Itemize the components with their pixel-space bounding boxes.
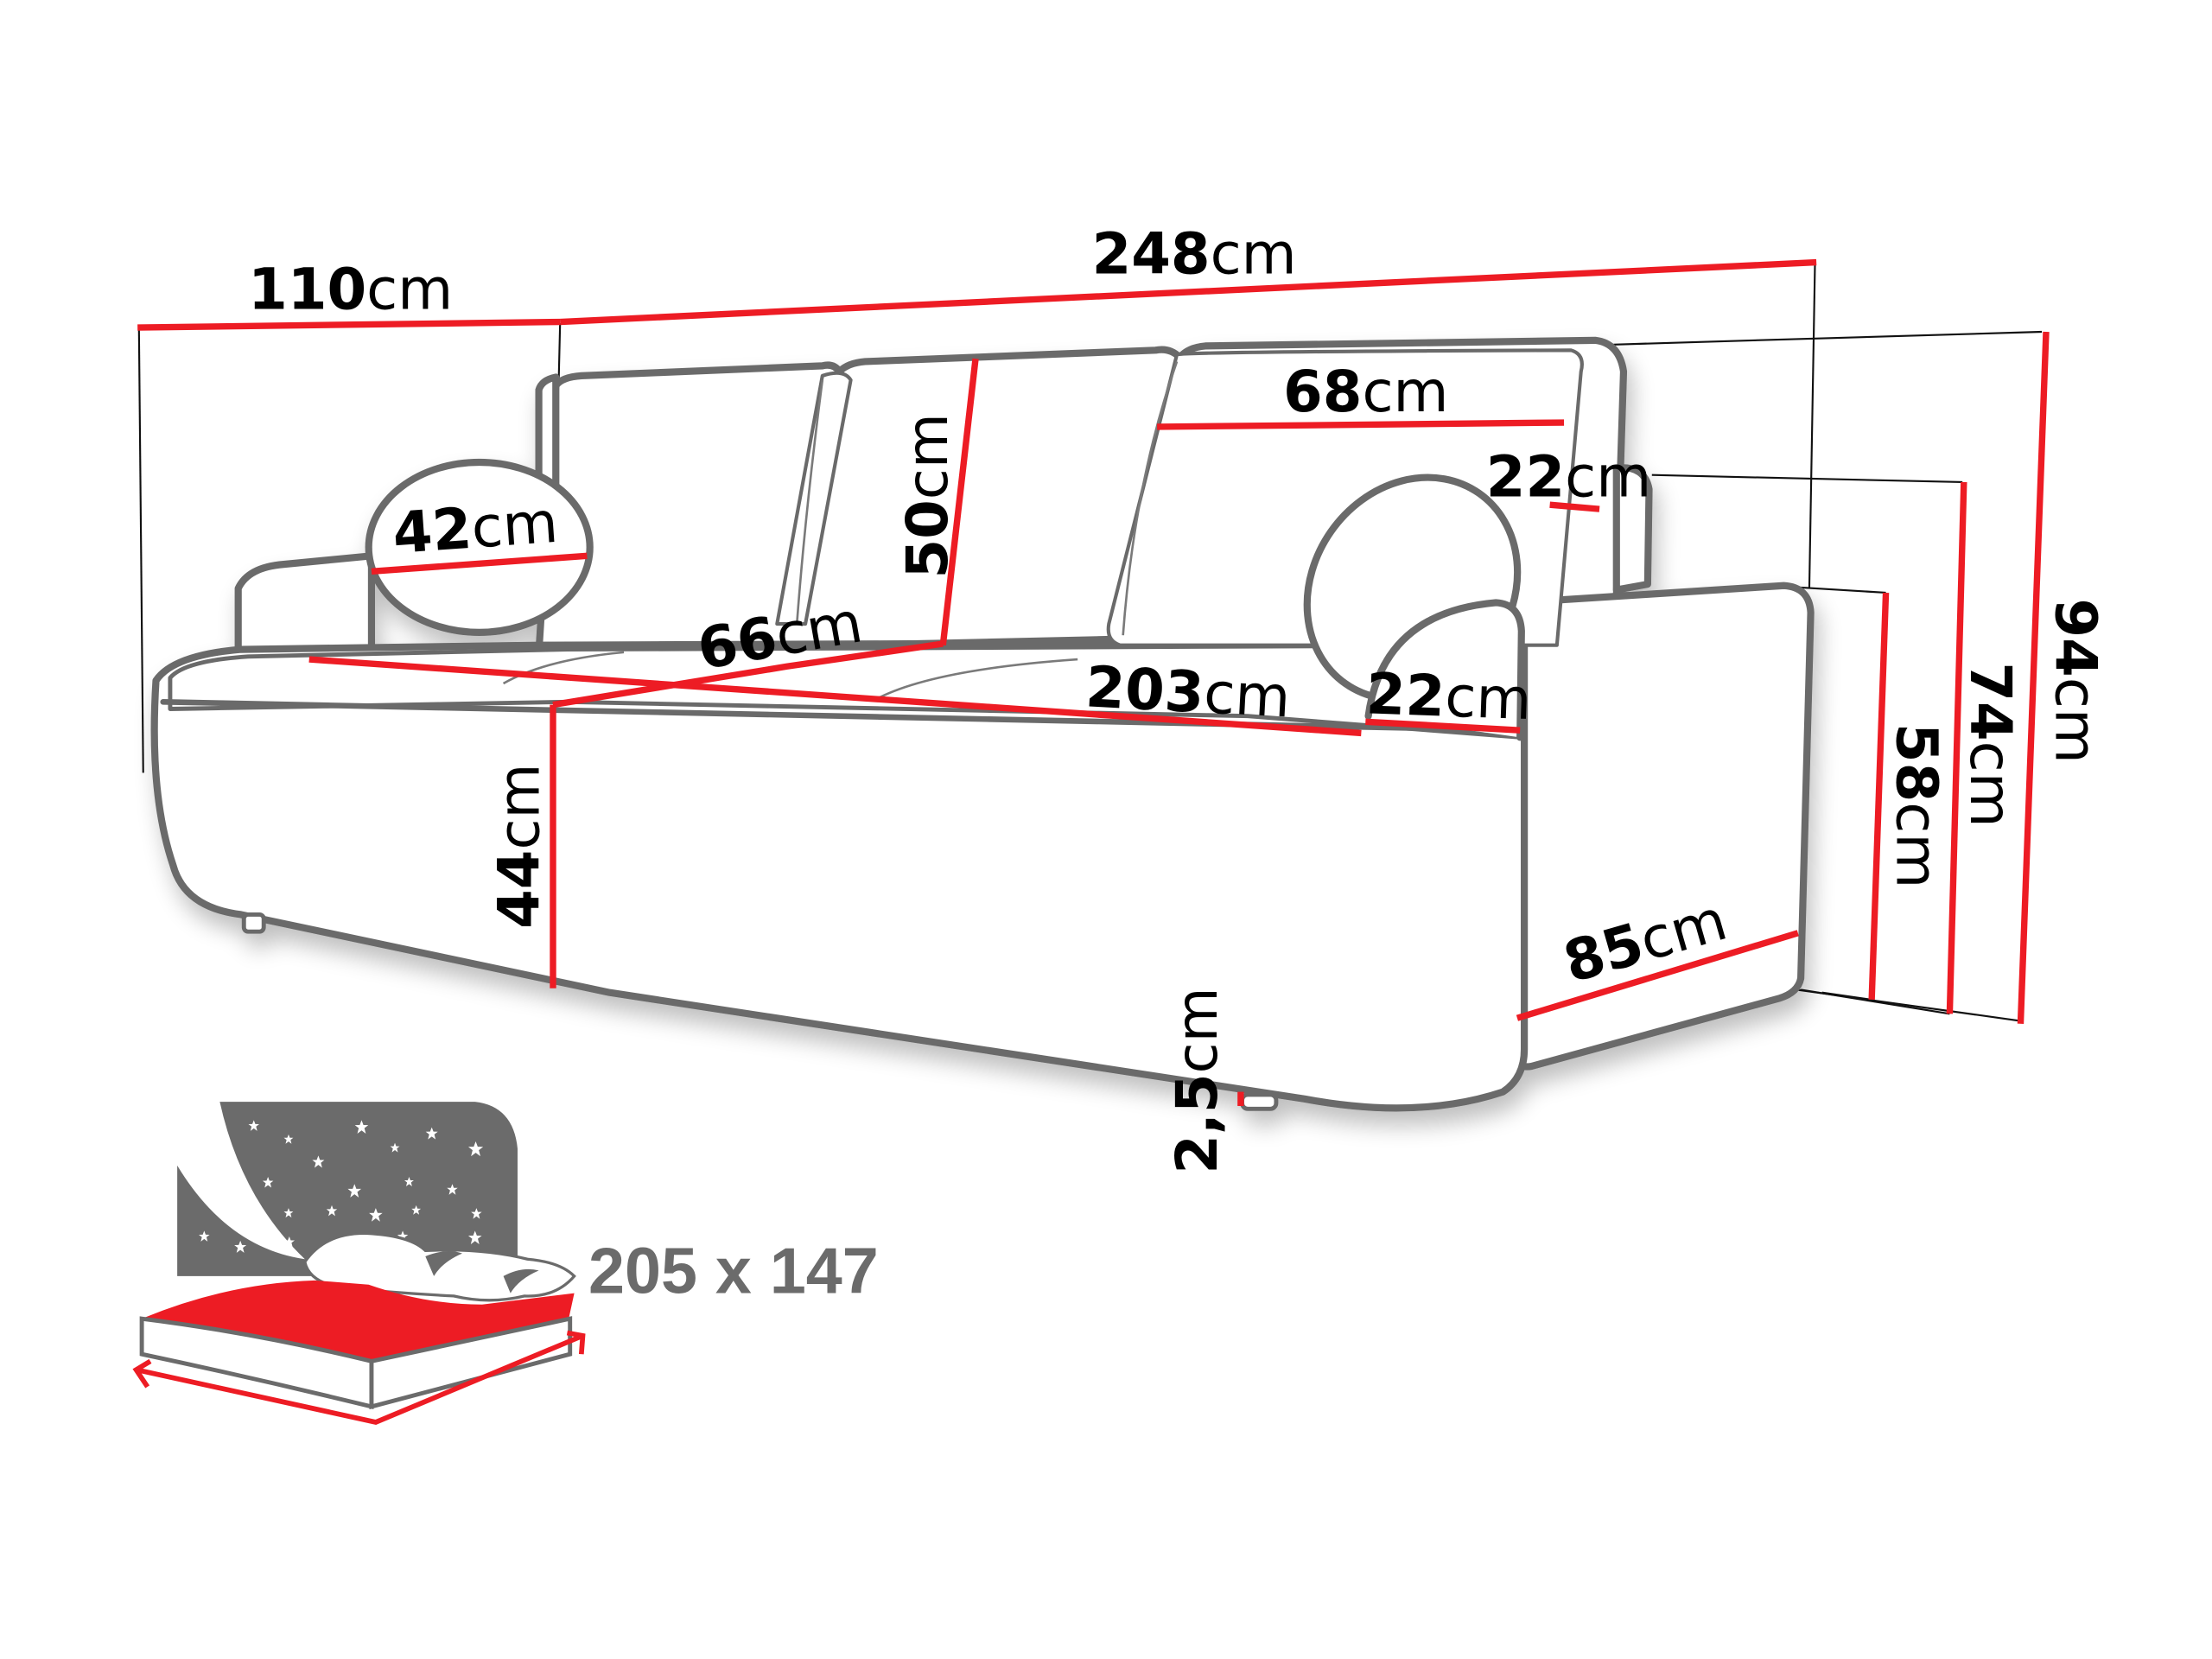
dim-line-248 (560, 258, 1817, 326)
bed-with-pillows-night-sky-icon (132, 1102, 586, 1425)
dim-line-22-arm (1365, 718, 1521, 734)
back-cushion-left (775, 371, 853, 626)
label-seat-width-203: 203cm (1084, 654, 1293, 730)
label-back-cushion-68: 68cm (1283, 359, 1448, 425)
dim-line-42 (371, 552, 588, 575)
dim-line-85 (1516, 930, 1799, 1021)
sofa-foot-right (1240, 1092, 1279, 1111)
dim-line-66 (552, 640, 944, 709)
sofa-right-armrest (1510, 582, 1815, 1071)
dim-line-22-back (1549, 501, 1600, 512)
label-overall-height-94: 94cm (2042, 599, 2107, 764)
label-back-cushion-50: 50cm (895, 413, 961, 578)
sofa-left-armrest (234, 552, 376, 671)
dim-line-50 (939, 358, 979, 646)
label-armrest-width-22: 22cm (1365, 661, 1533, 733)
label-pillow-42: 42cm (391, 490, 560, 567)
round-pillow-left (365, 458, 594, 636)
dim-line-68 (1157, 419, 1565, 430)
label-back-frame-height-74: 74cm (1957, 662, 2023, 827)
sofa-foot-left (241, 912, 266, 934)
label-seat-height-44: 44cm (487, 764, 553, 929)
sofa-seams (502, 361, 1179, 699)
dim-line-74 (1946, 481, 1967, 1014)
label-armrest-height-58: 58cm (1884, 723, 1949, 888)
sofa-seat-base (150, 634, 1529, 1112)
label-width-248: 248cm (1092, 222, 1297, 288)
sleeping-area-size: 205 x 147 (588, 1235, 879, 1307)
dimension-lines (137, 258, 2050, 1106)
label-leg-height-2-5: 2,5cm (1165, 987, 1230, 1173)
dim-line-58 (1868, 592, 1890, 1001)
dim-line-110 (137, 318, 561, 331)
dim-line-94 (2017, 331, 2050, 1024)
label-depth-110: 110cm (248, 257, 453, 323)
dim-line-203 (308, 656, 1362, 737)
label-seat-depth-66: 66cm (693, 589, 868, 683)
label-back-thickness-22: 22cm (1486, 444, 1651, 510)
extension-lines (137, 264, 2043, 1022)
